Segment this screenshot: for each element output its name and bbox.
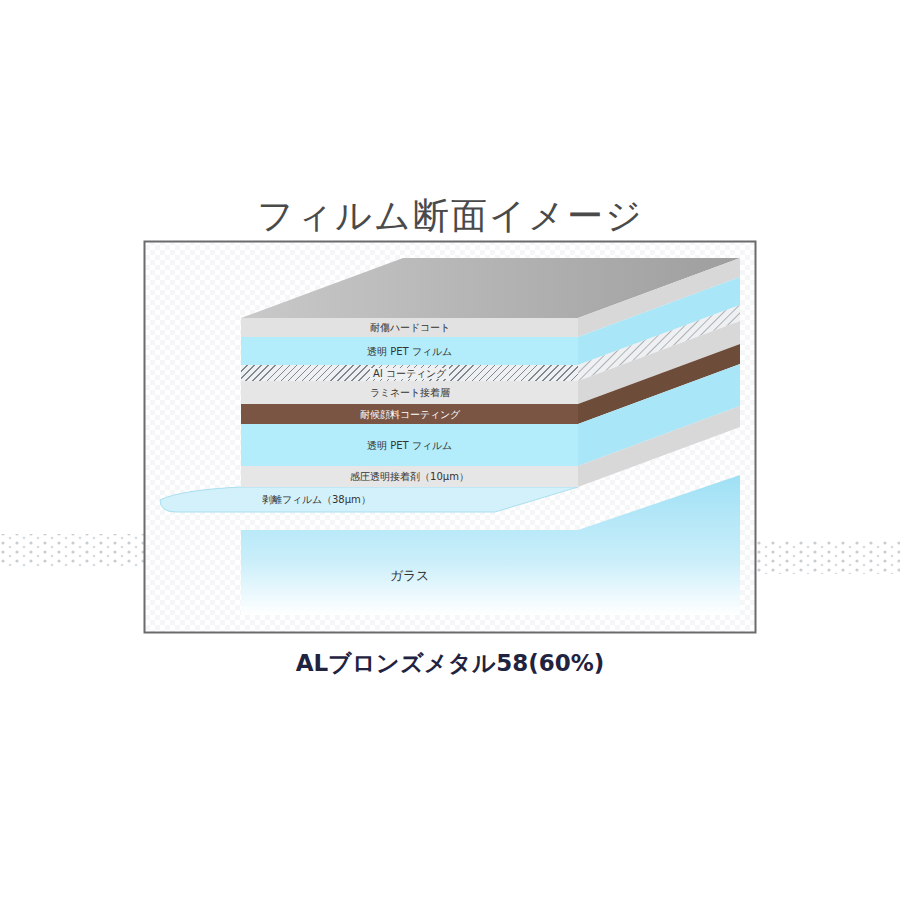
layer-label: 感圧透明接着剤（10μm） — [350, 471, 469, 482]
diagram-caption: ALブロンズメタル58(60%) — [0, 648, 900, 679]
hardcoat-layer: 耐傷ハードコート — [241, 318, 578, 337]
dot-decoration — [756, 540, 900, 574]
pet-layer: 透明 PET フィルム — [241, 424, 578, 466]
layer-label: 透明 PET フィルム — [367, 440, 452, 451]
layer-label: ラミネート接着層 — [370, 387, 450, 398]
layer-label: 耐候顔料コーティング — [360, 409, 460, 420]
peel-film-label: 剥離フィルム（38μm） — [240, 489, 490, 510]
layer-label: ガラス — [390, 569, 429, 583]
peel-film — [160, 487, 578, 512]
layer-label: 耐傷ハードコート — [370, 322, 450, 333]
al-coating-layer: Al コーティング — [241, 365, 578, 381]
pet-layer: 透明 PET フィルム — [241, 337, 578, 365]
layer-label: 剥離フィルム（38μm） — [262, 494, 371, 505]
adhesive-layer: 感圧透明接着剤（10μm） — [241, 466, 578, 487]
side-face — [578, 406, 740, 487]
layer-label: 透明 PET フィルム — [367, 346, 452, 357]
diagram-title: フィルム断面イメージ — [0, 192, 900, 241]
dot-decoration — [0, 534, 144, 568]
glass-label: ガラス — [241, 548, 578, 604]
laminate-layer: ラミネート接着層 — [241, 381, 578, 404]
layer-label: Al コーティング — [370, 368, 449, 379]
frame — [145, 242, 756, 633]
pigment-coating-layer: 耐候顔料コーティング — [241, 404, 578, 424]
